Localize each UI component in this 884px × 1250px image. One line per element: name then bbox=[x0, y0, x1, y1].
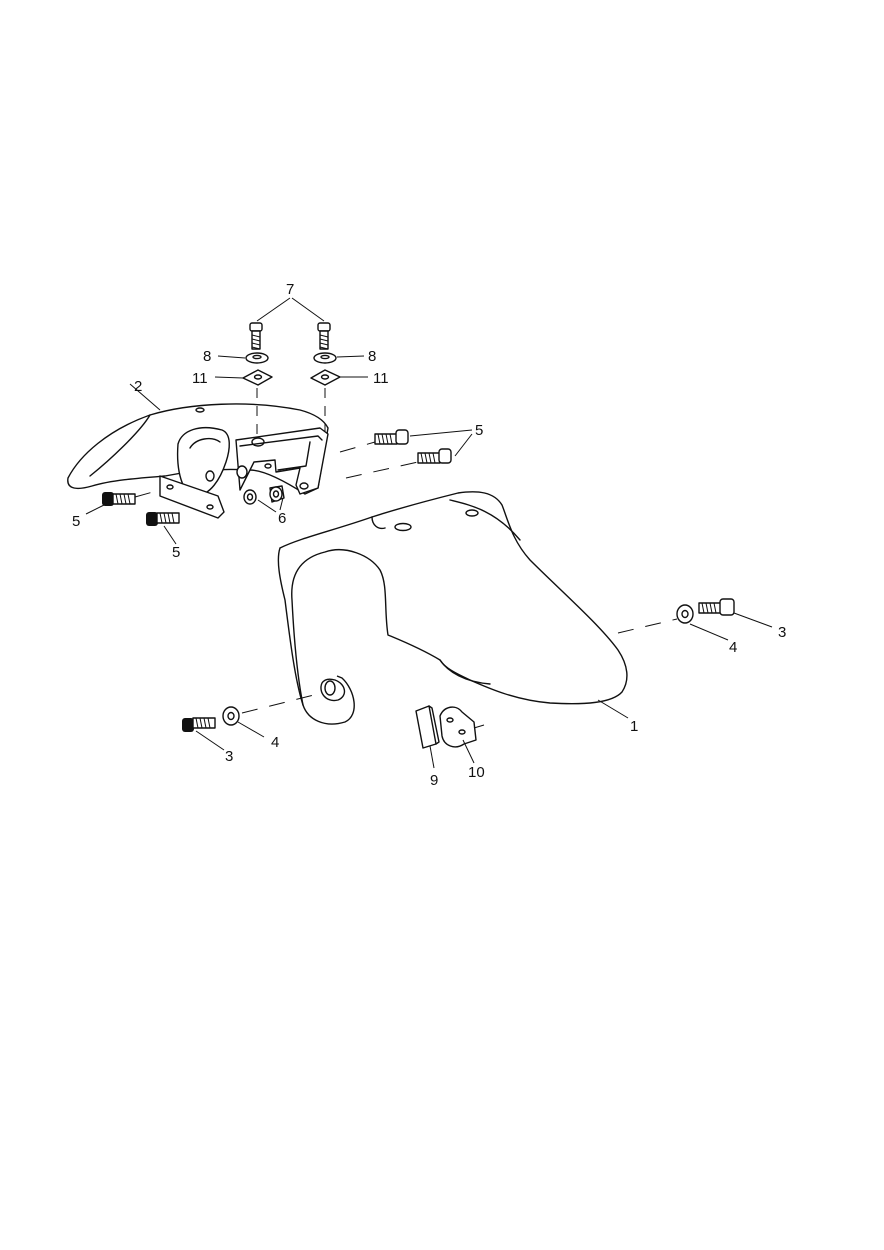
callout-5-left-upper: 5 bbox=[72, 513, 80, 530]
side-fixings-parts-3-4 bbox=[182, 598, 773, 751]
callout-8-right: 8 bbox=[368, 348, 376, 365]
upper-mudguard-part-2 bbox=[67, 383, 329, 519]
callout-3-left: 3 bbox=[225, 748, 233, 765]
callout-labels: 1 2 3 3 4 4 5 5 5 6 7 8 8 9 10 11 11 bbox=[72, 281, 786, 789]
bracket-part-10 bbox=[439, 706, 485, 748]
screw-7-left bbox=[249, 322, 263, 350]
washer-4-left bbox=[222, 706, 240, 726]
callout-8-left: 8 bbox=[203, 348, 211, 365]
screws-part-7 bbox=[249, 297, 331, 350]
screw-7-right bbox=[317, 322, 331, 350]
washer-4-right bbox=[676, 604, 694, 624]
bolt-5-left-upper bbox=[102, 492, 136, 506]
callout-5-right: 5 bbox=[475, 422, 483, 439]
bolt-5-left-lower bbox=[146, 512, 180, 526]
callout-2: 2 bbox=[134, 378, 142, 395]
callout-5-left-lower: 5 bbox=[172, 544, 180, 561]
pad-part-9 bbox=[415, 705, 440, 749]
clip-and-bracket-parts-9-10 bbox=[415, 705, 485, 769]
callout-3-right: 3 bbox=[778, 624, 786, 641]
callout-6: 6 bbox=[278, 510, 286, 527]
spacers-part-6 bbox=[205, 465, 285, 513]
bolt-5-right-lower bbox=[417, 448, 452, 464]
clip-nuts-part-11 bbox=[214, 369, 368, 386]
bolts-part-5 bbox=[85, 429, 473, 545]
callout-1: 1 bbox=[630, 718, 638, 735]
callout-4-left: 4 bbox=[271, 734, 279, 751]
callout-7: 7 bbox=[286, 281, 294, 298]
bolt-3-left bbox=[182, 717, 216, 732]
bolt-3-right bbox=[698, 598, 735, 616]
callout-11-left: 11 bbox=[192, 370, 208, 387]
bolt-5-right-upper bbox=[374, 429, 409, 445]
callout-4-right: 4 bbox=[729, 639, 737, 656]
callout-11-right: 11 bbox=[373, 370, 389, 387]
callout-10: 10 bbox=[468, 764, 485, 781]
callout-9: 9 bbox=[430, 772, 438, 789]
front-mudguard-part-1 bbox=[277, 491, 629, 725]
washers-part-8 bbox=[217, 352, 365, 364]
